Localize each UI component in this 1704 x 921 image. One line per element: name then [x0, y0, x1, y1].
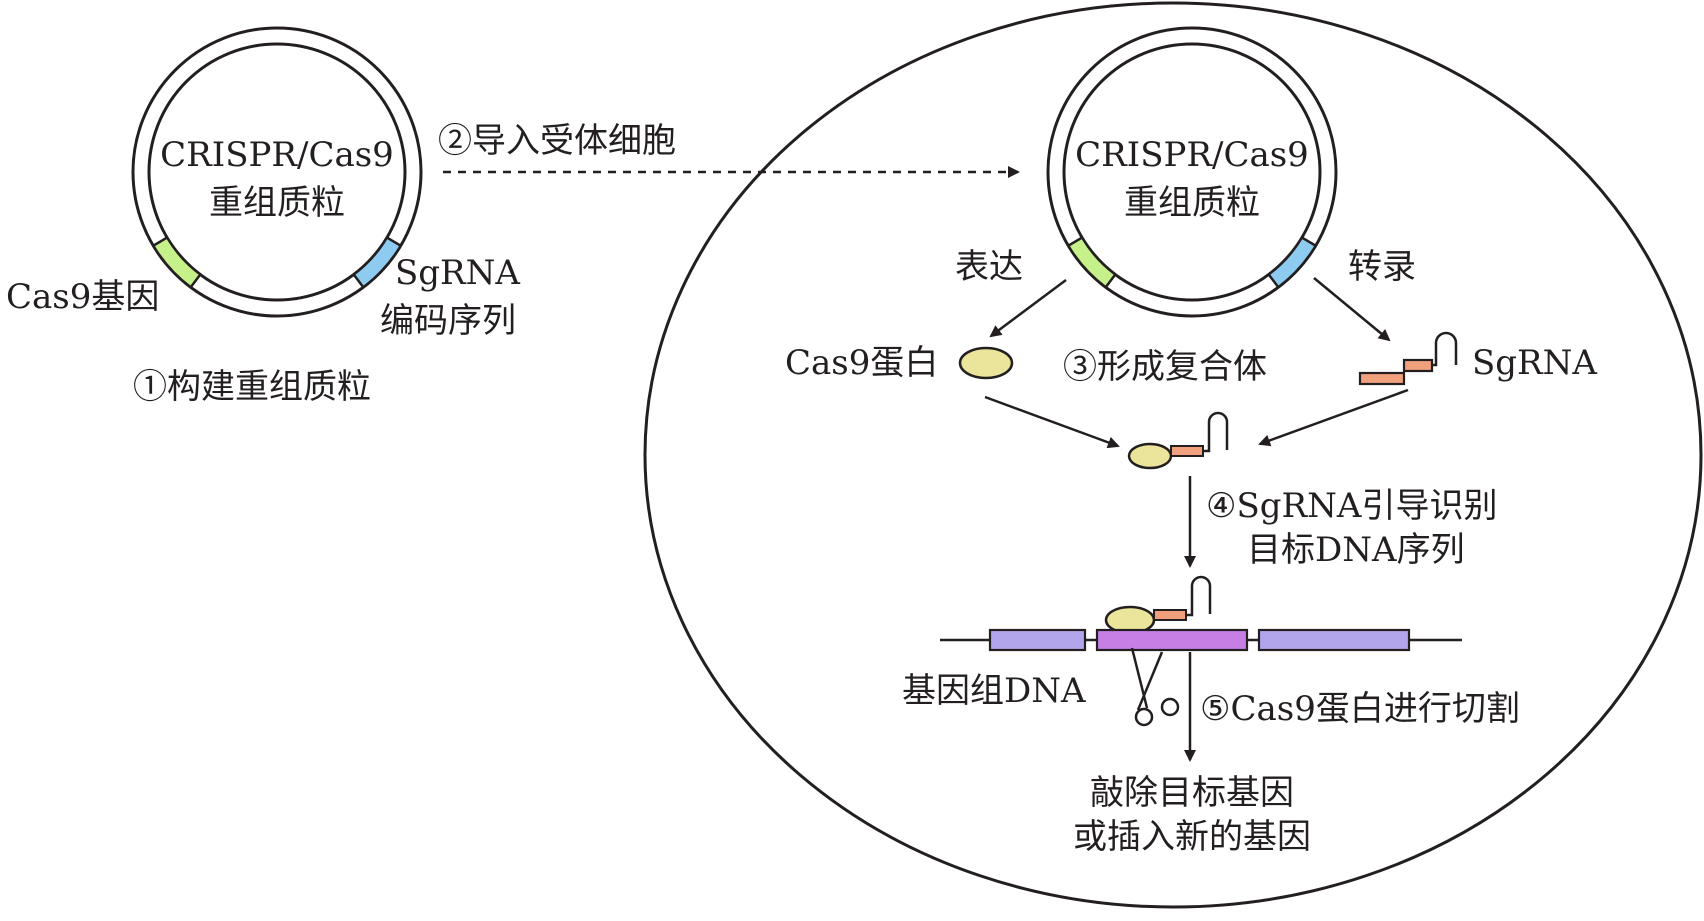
sgrna-upper-block: [1402, 358, 1434, 373]
cell-sgrna-coding-segment: [1266, 235, 1318, 290]
dna-flank-left: [988, 628, 1087, 652]
cell-plasmid-inner-ring: [1062, 42, 1322, 302]
cas9-gene-label: Cas9基因: [6, 277, 159, 317]
transcribe-arrow: [1313, 277, 1391, 342]
sgrna-coding-label-line2: 编码序列: [380, 301, 516, 341]
recipient-cell: [643, 1, 1703, 909]
genome-dna-label: 基因组DNA: [902, 671, 1086, 711]
left-plasmid-outer-ring: [131, 26, 423, 318]
bound-sgrna-block: [1153, 609, 1187, 621]
left-plasmid: CRISPR/Cas9 重组质粒: [131, 26, 423, 318]
result-line2: 或插入新的基因: [1073, 817, 1311, 857]
complex-cas9: [1127, 442, 1173, 470]
step1-label: ①构建重组质粒: [133, 367, 371, 407]
sgrna-lower-block: [1358, 371, 1406, 386]
step3-label: ③形成复合体: [1063, 347, 1267, 387]
cas9-gene-segment: [151, 235, 203, 290]
scissors-blade-1: [1130, 647, 1149, 709]
sgrna-shape: [1358, 331, 1458, 386]
bound-complex: [1104, 575, 1212, 635]
scissors-ring-2: [1160, 697, 1180, 717]
scissors-blade-2: [1136, 651, 1164, 711]
cas9-sgrna-complex: [1127, 411, 1229, 470]
step5-label: ⑤Cas9蛋白进行切割: [1200, 689, 1520, 729]
step4-label-line2: 目标DNA序列: [1247, 530, 1465, 570]
express-label: 表达: [955, 247, 1023, 287]
sgrna-to-complex-arrow: [1258, 388, 1409, 447]
express-arrow: [989, 278, 1067, 338]
step4-label-line1: ④SgRNA引导识别: [1206, 486, 1497, 526]
step2-label: ②导入受体细胞: [438, 121, 676, 161]
scissors-icon: [1130, 647, 1180, 727]
cell-plasmid: CRISPR/Cas9 重组质粒: [1046, 26, 1338, 318]
cas9-protein-shape: [958, 346, 1014, 380]
genome-dna: [940, 628, 1462, 652]
cell-plasmid-outer-ring: [1046, 26, 1338, 318]
left-plasmid-name-line2: 重组质粒: [209, 183, 345, 223]
cell-plasmid-name-line2: 重组质粒: [1124, 183, 1260, 223]
sgrna-label: SgRNA: [1472, 343, 1597, 383]
transcribe-label: 转录: [1348, 247, 1416, 287]
cell-cas9-gene-segment: [1066, 235, 1118, 290]
scissors-ring-1: [1134, 707, 1154, 727]
cas9-protein-label: Cas9蛋白: [785, 343, 938, 383]
result-line1: 敲除目标基因: [1090, 773, 1294, 813]
bound-hairpin: [1186, 575, 1212, 617]
complex-hairpin: [1203, 411, 1229, 453]
dna-flank-right: [1257, 628, 1411, 652]
dna-target-segment: [1095, 628, 1249, 652]
sgrna-coding-label-line1: SgRNA: [395, 253, 520, 293]
sgrna-hairpin: [1432, 331, 1458, 367]
cell-plasmid-name-line1: CRISPR/Cas9: [1075, 135, 1309, 175]
sgrna-coding-segment: [351, 235, 403, 290]
left-plasmid-name-line1: CRISPR/Cas9: [160, 135, 394, 175]
complex-sgrna-block: [1170, 445, 1204, 457]
left-plasmid-inner-ring: [147, 42, 407, 302]
cas9-to-complex-arrow: [984, 395, 1120, 449]
